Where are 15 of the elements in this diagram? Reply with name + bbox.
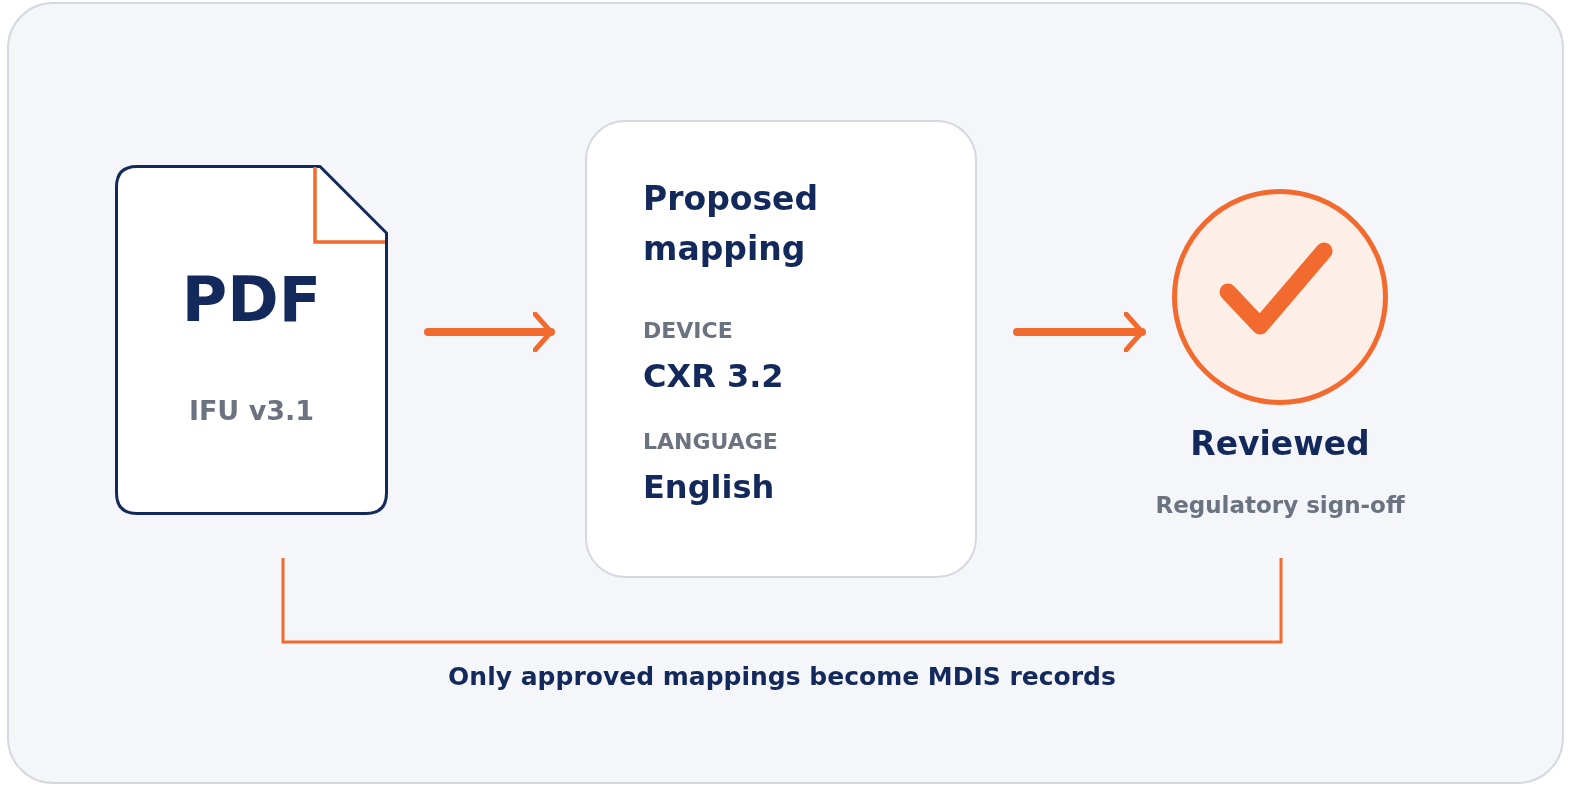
status-label: Reviewed bbox=[1189, 424, 1371, 463]
status-caption: Regulatory sign-off bbox=[1154, 492, 1406, 518]
checkmark-circle bbox=[1172, 189, 1388, 405]
caption: Only approved mappings become MDIS records bbox=[447, 662, 1117, 691]
field-value: CXR 3.2 bbox=[643, 357, 785, 395]
field-label: DEVICE bbox=[643, 318, 734, 343]
file-type-label: PDF bbox=[180, 263, 323, 336]
field-label: LANGUAGE bbox=[643, 429, 779, 454]
mapping-card bbox=[585, 120, 977, 578]
arrow bbox=[424, 311, 555, 353]
field-value: English bbox=[643, 468, 776, 506]
arrow bbox=[1013, 311, 1146, 353]
document-shape bbox=[115, 165, 388, 515]
card-heading: Proposed mapping bbox=[643, 178, 820, 270]
version-label: IFU v3.1 bbox=[187, 395, 316, 426]
